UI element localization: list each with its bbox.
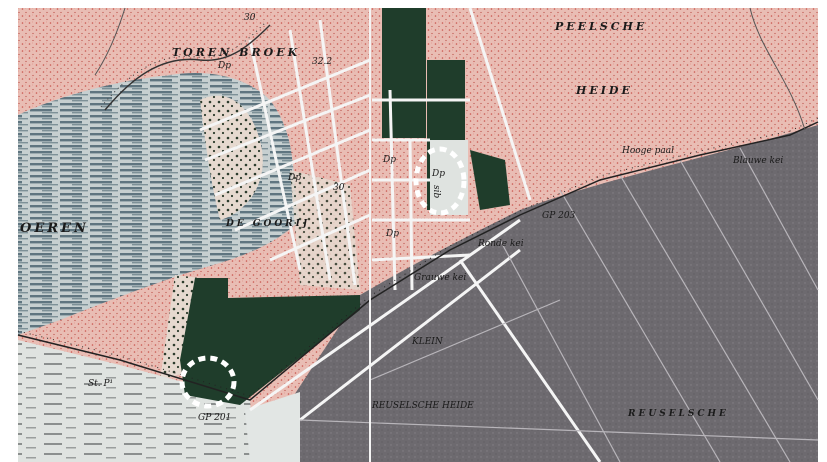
label-elevation-30-top: 30 [244, 13, 256, 23]
label-klein: KLEIN [411, 337, 444, 347]
label-dp-1: Dp [217, 61, 231, 71]
forest-upper-left [382, 8, 426, 138]
label-reuselsche-heide: REUSELSCHE HEIDE [371, 401, 474, 411]
river-line [94, 7, 126, 76]
label-dp-3: Dp [382, 155, 396, 165]
label-grauwe-kei: Grauwe kei [414, 273, 466, 283]
label-toren-broek: TOREN BROEK [172, 46, 300, 59]
label-hooge-paal: Hooge paal [621, 146, 674, 156]
label-oeren: OEREN [20, 221, 89, 236]
grey-heathland [250, 125, 818, 462]
pale-field [18, 340, 255, 462]
label-heide-top: HEIDE [575, 84, 633, 97]
road-network [199, 7, 602, 462]
highlight-circle-upper [413, 146, 467, 216]
scrub-area-left [200, 95, 263, 220]
label-elevation-32-2: 32.2 [312, 57, 332, 67]
label-blauwe-kei: Blauwe kei [732, 156, 783, 166]
parcel-lines [299, 147, 819, 462]
label-dp-5: Dp [385, 229, 399, 239]
pale-strip [245, 392, 300, 462]
label-gp203: GP 203 [542, 211, 576, 221]
label-peelsche: PEELSCHE [554, 20, 647, 33]
label-st-p: St. P¹ [88, 379, 113, 389]
river-line-right [749, 7, 806, 131]
label-sib: sib [431, 185, 441, 198]
boundary-line [17, 121, 819, 401]
scrub-area-right [290, 170, 360, 290]
forest-small [470, 150, 510, 210]
highlight-circle-lower [179, 355, 237, 409]
label-elevation-30: 30 [333, 183, 345, 193]
label-dp-4: Dp [431, 169, 445, 179]
hatched-track [104, 24, 271, 111]
label-reuselsche-right: REUSELSCHE [627, 409, 729, 419]
label-dp-2: Dp [287, 173, 301, 183]
label-de-goorij: DE GOORIJ [225, 219, 310, 229]
label-ronde-kei: Ronde kei [477, 239, 524, 249]
label-gp201: GP 201 [198, 413, 231, 423]
forest-lower [180, 278, 360, 405]
